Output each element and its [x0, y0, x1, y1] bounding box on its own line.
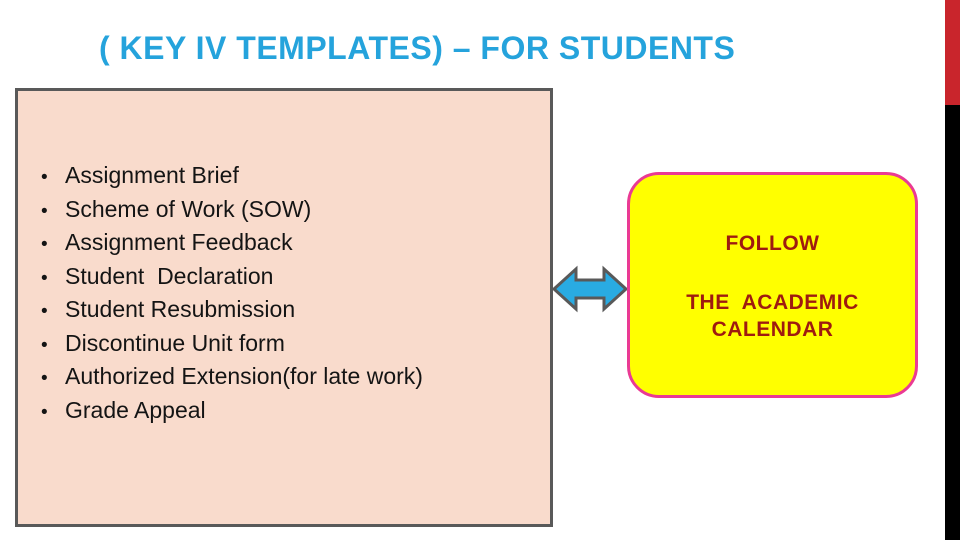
list-item: • Authorized Extension(for late work): [41, 360, 550, 394]
callout-line-the-academic: THE ACADEMIC: [686, 291, 859, 314]
list-item: • Student Resubmission: [41, 293, 550, 327]
bullet-icon: •: [41, 368, 48, 389]
list-item-label: Student Declaration: [65, 262, 274, 289]
edge-bar-red-segment: [945, 0, 960, 105]
slide-title: ( KEY IV TEMPLATES) – FOR STUDENTS: [99, 30, 736, 66]
academic-calendar-callout: FOLLOW THE ACADEMIC CALENDAR: [627, 172, 918, 398]
bullet-icon: •: [41, 167, 48, 188]
list-item-label: Assignment Brief: [65, 162, 239, 188]
list-item: • Student Declaration: [41, 260, 550, 294]
bullet-icon: •: [41, 334, 48, 356]
list-item: • Discontinue Unit form: [41, 327, 550, 361]
list-item-label: Authorized Extension(for late work): [65, 363, 423, 389]
list-item-label: Scheme of Work (SOW): [65, 195, 312, 222]
templates-list: • Assignment Brief • Scheme of Work (SOW…: [18, 91, 550, 427]
bullet-icon: •: [41, 267, 48, 289]
list-item-label: Assignment Feedback: [65, 229, 293, 255]
bullet-icon: •: [41, 234, 48, 255]
callout-line-calendar: CALENDAR: [711, 318, 834, 341]
bullet-icon: •: [41, 301, 48, 322]
list-item: • Grade Appeal: [41, 394, 550, 428]
double-arrow-icon: [551, 265, 629, 313]
bullet-icon: •: [41, 200, 48, 222]
list-item-label: Student Resubmission: [65, 296, 296, 322]
templates-list-box: • Assignment Brief • Scheme of Work (SOW…: [15, 88, 553, 527]
list-item-label: Grade Appeal: [65, 396, 206, 423]
edge-bar-black-segment: [945, 105, 960, 540]
bullet-icon: •: [41, 401, 48, 423]
callout-line-follow: FOLLOW: [725, 232, 820, 255]
list-item: • Scheme of Work (SOW): [41, 193, 550, 227]
list-item-label: Discontinue Unit form: [65, 329, 285, 356]
slide-edge-bar: [945, 0, 960, 540]
list-item: • Assignment Brief: [41, 159, 550, 193]
list-item: • Assignment Feedback: [41, 226, 550, 260]
